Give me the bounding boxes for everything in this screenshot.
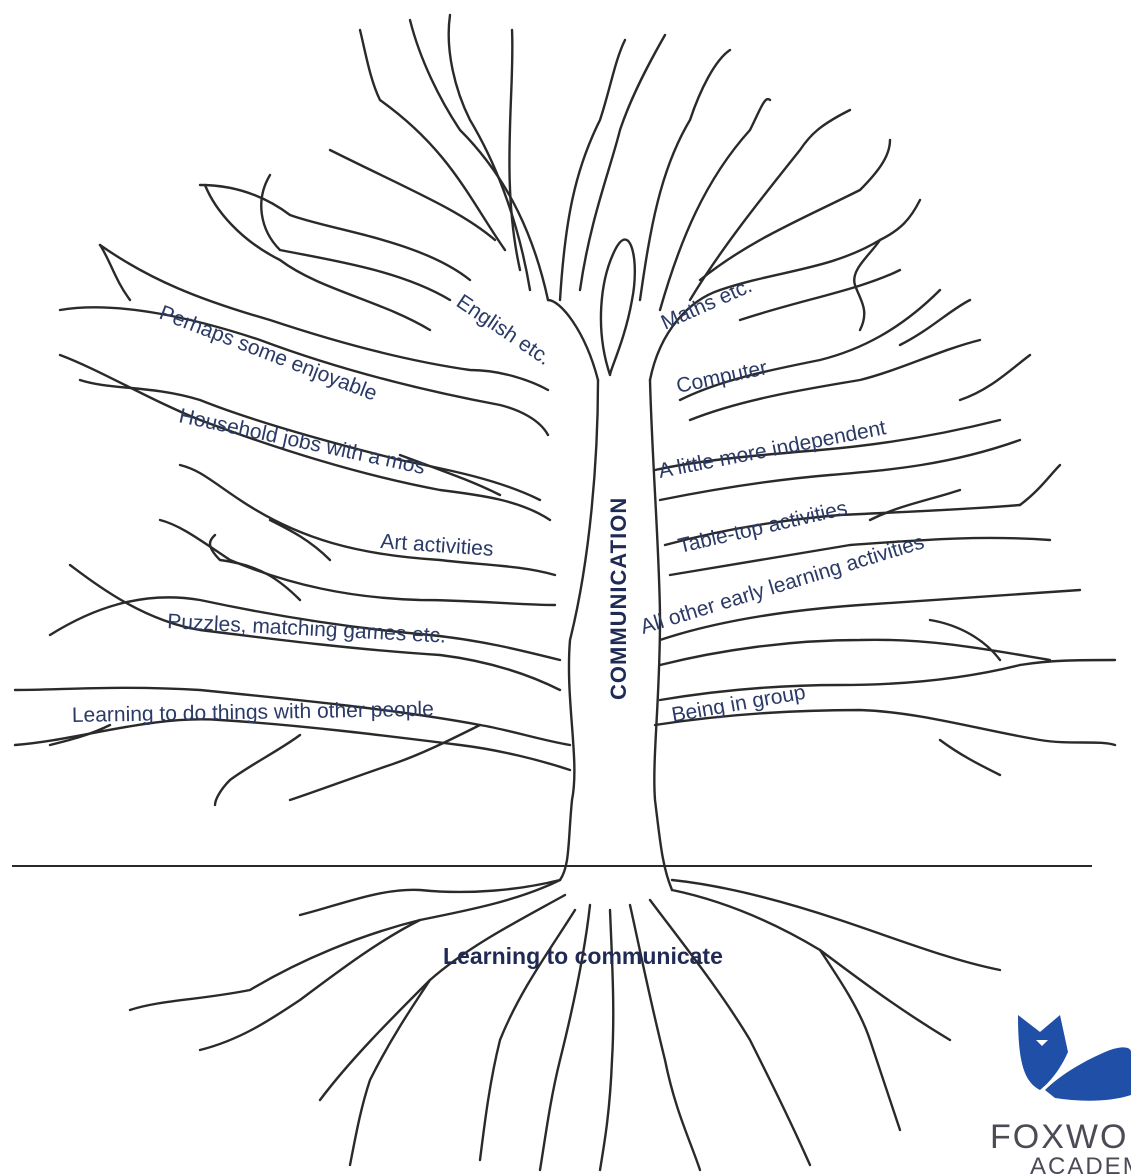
fox-icon: [1018, 1015, 1131, 1101]
crown-branches: [200, 15, 920, 330]
trunk-label: COMMUNICATION: [606, 497, 631, 700]
branch-label-right: Computer: [674, 356, 769, 398]
tree-trunk: [548, 240, 720, 890]
branch-label-left: Household jobs with a mos: [177, 404, 427, 479]
branch-label-left: Perhaps some enjoyable: [156, 301, 380, 405]
branch-label-left: English etc.: [452, 290, 555, 370]
roots-label: Learning to communicate: [443, 943, 723, 969]
logo-name: FOXWO: [990, 1118, 1128, 1156]
branch-label-left: Learning to do things with other people: [72, 698, 434, 727]
tree-roots: [130, 880, 1000, 1170]
logo-subtitle: ACADEM: [1030, 1153, 1131, 1174]
academy-logo: FOXWO ACADEM: [990, 1015, 1131, 1174]
branch-label-right: Being in group: [670, 681, 807, 727]
branch-label-right: Maths etc.: [658, 274, 756, 334]
